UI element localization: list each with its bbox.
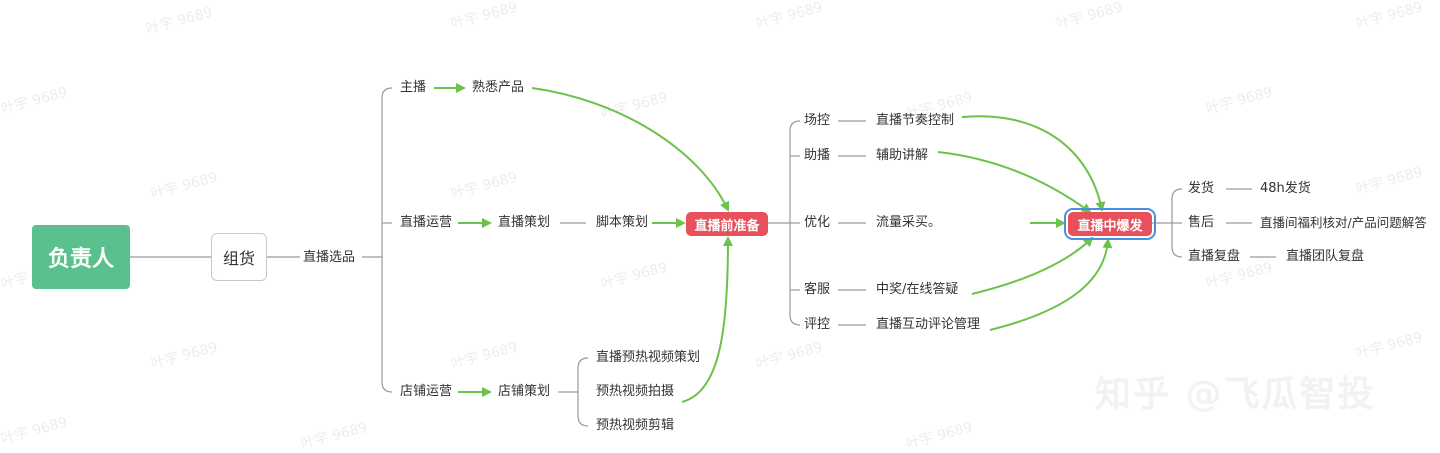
prep-item-label[interactable]: 助播 — [804, 148, 831, 163]
prep-item-detail[interactable]: 辅助讲解 — [876, 148, 929, 163]
prep-item-label[interactable]: 优化 — [804, 215, 831, 230]
group-node[interactable]: 组货 — [211, 233, 267, 281]
post-item-detail[interactable]: 直播团队复盘 — [1286, 249, 1365, 264]
branch-anchor-node[interactable]: 主播 — [400, 80, 427, 95]
hub-prep-node[interactable]: 直播前准备 — [686, 212, 768, 236]
tree-lines — [130, 87, 1276, 427]
flow-arrows — [434, 83, 1113, 403]
post-item-detail[interactable]: 48h发货 — [1260, 181, 1311, 196]
branch-operation-next[interactable]: 直播策划 — [498, 215, 551, 230]
hub-live-node[interactable]: 直播中爆发 — [1064, 208, 1156, 240]
branch-operation-next2[interactable]: 脚本策划 — [596, 215, 649, 230]
post-item-detail[interactable]: 直播间福利核对/产品问题解答 — [1260, 215, 1427, 230]
prep-item-label[interactable]: 评控 — [804, 317, 831, 332]
watermark-credit: 知乎 @飞瓜智投 — [1095, 374, 1376, 415]
selection-node[interactable]: 直播选品 — [303, 250, 356, 265]
store-child-node[interactable]: 预热视频拍摄 — [596, 384, 675, 399]
branch-store-next[interactable]: 店铺策划 — [498, 384, 551, 399]
post-item-label[interactable]: 发货 — [1188, 181, 1215, 196]
root-node[interactable]: 负责人 — [32, 225, 130, 289]
prep-item-label[interactable]: 客服 — [804, 282, 831, 297]
branch-store-node[interactable]: 店铺运营 — [400, 384, 453, 399]
prep-item-detail[interactable]: 直播节奏控制 — [876, 113, 955, 128]
prep-item-detail[interactable]: 中奖/在线答疑 — [876, 282, 959, 297]
store-child-node[interactable]: 直播预热视频策划 — [596, 350, 701, 365]
prep-item-label[interactable]: 场控 — [804, 113, 831, 128]
prep-item-detail[interactable]: 流量采买。 — [876, 215, 942, 230]
post-item-label[interactable]: 直播复盘 — [1188, 249, 1241, 264]
branch-anchor-next[interactable]: 熟悉产品 — [472, 80, 525, 95]
store-child-node[interactable]: 预热视频剪辑 — [596, 418, 675, 433]
branch-operation-node[interactable]: 直播运营 — [400, 215, 453, 230]
prep-item-detail[interactable]: 直播互动评论管理 — [876, 317, 981, 332]
post-item-label[interactable]: 售后 — [1188, 215, 1215, 230]
